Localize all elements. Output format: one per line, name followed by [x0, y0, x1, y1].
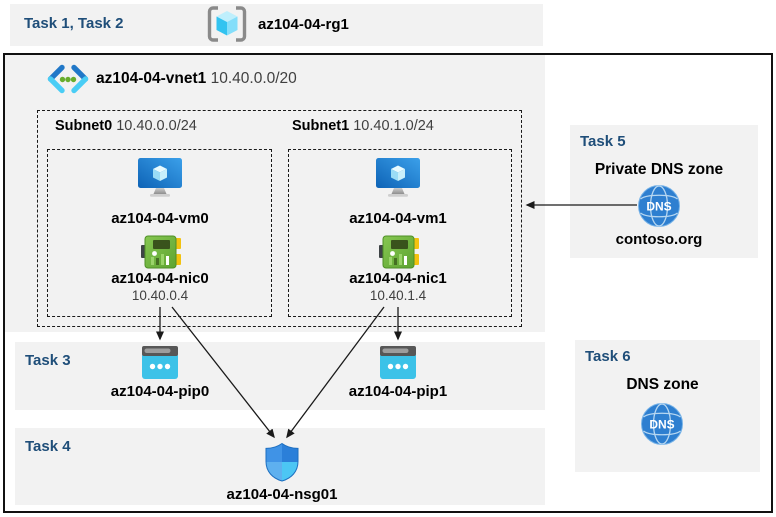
main-outline-box	[3, 53, 773, 513]
rg-name-label: az104-04-rg1	[258, 16, 349, 33]
task3-panel: Task 3	[15, 342, 545, 410]
nic1-label: az104-04-nic1	[349, 270, 447, 287]
nsg-label: az104-04-nsg01	[226, 486, 338, 503]
subnet1-name: Subnet1	[292, 118, 350, 134]
vm-icon	[376, 158, 420, 197]
dns-icon-text: DNS	[649, 418, 674, 432]
task12-label: Task 1, Task 2	[24, 15, 124, 32]
task12-panel: Task 1, Task 2 az104-04-rg1	[10, 4, 543, 46]
task5-label: Task 5	[580, 133, 626, 150]
private-dns-zone-title: Private DNS zone	[594, 161, 724, 178]
subnet1-inner-box	[288, 149, 512, 317]
nic0-ip: 10.40.0.4	[131, 288, 189, 303]
task4-label: Task 4	[25, 438, 71, 455]
pip0-label: az104-04-pip0	[110, 383, 210, 400]
subnet0-title: Subnet0 10.40.0.0/24	[55, 118, 197, 134]
subnet1-title: Subnet1 10.40.1.0/24	[292, 118, 434, 134]
subnets-dashed-box	[37, 110, 522, 327]
vm0-label: az104-04-vm0	[111, 210, 209, 227]
task6-label: Task 6	[585, 348, 631, 365]
resource-group-icon	[207, 6, 247, 42]
subnet0-name: Subnet0	[55, 118, 113, 134]
vnet-title: az104-04-vnet1 10.40.0.0/20	[96, 70, 297, 88]
subnet0-cidr: 10.40.0.0/24	[116, 118, 197, 134]
pip1-label: az104-04-pip1	[348, 383, 448, 400]
vnet-icon	[47, 64, 89, 94]
vnet-cidr: 10.40.0.0/20	[210, 70, 297, 87]
vm1-label: az104-04-vm1	[349, 210, 447, 227]
vm-icon	[138, 158, 182, 197]
vnet-name: az104-04-vnet1	[96, 70, 207, 87]
dns-icon-text: DNS	[646, 200, 671, 214]
subnet1-cidr: 10.40.1.0/24	[353, 118, 434, 134]
nic-icon	[379, 235, 419, 269]
task5-panel: Task 5 Private DNS zone DNS contoso.org	[570, 125, 758, 258]
nic-icon	[141, 235, 181, 269]
task3-label: Task 3	[25, 352, 71, 369]
private-dns-zone-name: contoso.org	[615, 231, 703, 248]
nsg-shield-icon	[265, 442, 299, 482]
dns-zone-title: DNS zone	[626, 376, 699, 393]
task6-panel: Task 6 DNS zone DNS	[575, 340, 760, 472]
public-ip-icon	[380, 346, 416, 379]
public-ip-icon	[142, 346, 178, 379]
nic0-label: az104-04-nic0	[111, 270, 209, 287]
vnet-backdrop	[5, 55, 545, 332]
nic1-ip: 10.40.1.4	[369, 288, 427, 303]
dns-icon: DNS	[638, 185, 680, 227]
dns-icon: DNS	[641, 403, 683, 445]
